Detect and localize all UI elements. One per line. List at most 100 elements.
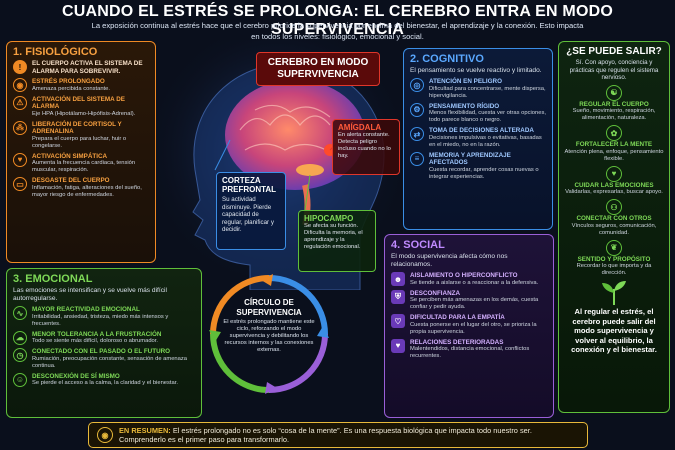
- item-desc: Vínculos seguros, comunicación, comunida…: [571, 222, 657, 236]
- item-title: DESCONEXIÓN DE SÍ MISMO: [32, 372, 120, 380]
- warning-icon: !: [13, 60, 27, 74]
- summary-banner: ◉ EN RESUMEN: El estrés prolongado no es…: [88, 422, 588, 448]
- pulse-icon: ∿: [13, 306, 27, 321]
- social-desc: El modo supervivencia afecta cómo nos re…: [391, 253, 508, 269]
- page-title: CUANDO EL ESTRÉS SE PROLONGA: EL CEREBRO…: [62, 3, 613, 38]
- item-title: MENOR TOLERANCIA A LA FRUSTRACIÓN: [32, 330, 162, 338]
- item-desc: Decisiones impulsivas o evitativas, basa…: [429, 134, 542, 148]
- corteza-box: CORTEZA PREFRONTAL Su actividad disminuy…: [216, 172, 286, 250]
- item-title: CONECTADO CON EL PASADO O EL FUTURO: [32, 348, 171, 356]
- item-desc: Dificultad para concentrarse, mente disp…: [429, 85, 546, 99]
- salir-closing: Al regular el estrés, el cerebro puede s…: [571, 307, 657, 354]
- item-desc: Rumiación, preocupación constante, sensa…: [32, 355, 188, 369]
- item-title: DESGASTE DEL CUERPO: [32, 177, 110, 184]
- page-subtitle: La exposición continua al estrés hace qu…: [91, 21, 584, 41]
- item-title: CONECTAR CON OTROS: [576, 215, 652, 223]
- item-title: REGULAR EL CUERPO: [579, 100, 649, 108]
- heartbeat-icon: ♥: [13, 152, 27, 167]
- item-title: AISLAMIENTO O HIPERCONFLICTO: [410, 272, 518, 280]
- panel-salir: ¿SE PUEDE SALIR? Sí. Con apoyo, concienc…: [558, 41, 670, 413]
- heart-hand-icon: ♡: [391, 314, 405, 329]
- item-title: FORTALECER LA MENTE: [575, 141, 653, 149]
- item-title: MAYOR REACTIVIDAD EMOCIONAL: [32, 306, 140, 314]
- social-title: 4. SOCIAL: [391, 239, 445, 251]
- brain-gear-icon: ⚙: [410, 102, 424, 117]
- item-desc: Se pierde el acceso a la calma, la clari…: [32, 380, 178, 387]
- list-item: ♥ CUIDAR LAS EMOCIONES Validarlas, expre…: [564, 165, 664, 197]
- storm-cloud-icon: ☁: [13, 330, 27, 345]
- amigdala-desc: En alerta constante. Detecta peligro inc…: [338, 132, 391, 159]
- cognitivo-desc: El pensamiento se vuelve reactivo y limi…: [410, 67, 542, 74]
- brain-leaf-icon: ✿: [606, 125, 622, 142]
- panel-fisiologico: 1. FISIOLÓGICO ! EL CUERPO ACTIVA EL SIS…: [6, 41, 156, 263]
- corteza-title: CORTEZA PREFRONTAL: [222, 176, 277, 194]
- cognitivo-title: 2. COGNITIVO: [410, 53, 484, 65]
- item-title: CUIDAR LAS EMOCIONES: [574, 181, 654, 189]
- amigdala-box: AMÍGDALA En alerta constante. Detecta pe…: [332, 119, 400, 175]
- mode-label-box: CEREBRO EN MODO SUPERVIVENCIA: [256, 52, 380, 86]
- memory-icon: ≡: [410, 151, 424, 166]
- item-desc: Se tiende a aislarse o a reaccionar a la…: [410, 279, 539, 286]
- hipocampo-desc: Se afecta su función. Dificulta la memor…: [304, 223, 363, 250]
- plant-icon: [597, 281, 631, 306]
- list-item: ! EL CUERPO ACTIVA EL SISTEMA DE ALARMA …: [13, 60, 149, 75]
- battery-low-icon: ▭: [13, 177, 27, 191]
- brain-icon: ◉: [97, 427, 113, 443]
- shield-icon: ⛨: [391, 289, 405, 304]
- list-item: ☯ REGULAR EL CUERPO Sueño, movimiento, r…: [564, 84, 664, 123]
- item-title: RELACIONES DETERIORADAS: [410, 338, 504, 346]
- summary-text: El estrés prolongado no es solo “cosa de…: [119, 426, 532, 444]
- clock-icon: ◷: [13, 348, 27, 363]
- item-desc: Amenaza percibida constante.: [32, 85, 110, 92]
- item-desc: Menos flexibilidad, cuesta ver otras opc…: [429, 110, 546, 124]
- sprout-icon: ❦: [606, 239, 622, 256]
- hipocampo-box: HIPOCAMPO Se afecta su función. Dificult…: [298, 210, 376, 272]
- person-icon: ☺: [13, 372, 27, 387]
- list-item: ✿ FORTALECER LA MENTE Atención plena, en…: [564, 125, 664, 163]
- item-desc: Eje HPA (Hipotálamo-Hipófisis-Adrenal).: [32, 110, 136, 117]
- circle-desc: El estrés prolongado mantiene este ciclo…: [223, 319, 315, 353]
- item-desc: Cuesta ponerse en el lugar del otro, se …: [410, 321, 537, 335]
- panel-cognitivo: 2. COGNITIVO El pensamiento se vuelve re…: [403, 48, 553, 230]
- survival-cycle: CÍRCULO DE SUPERVIVENCIA El estrés prolo…: [223, 298, 315, 354]
- item-desc: Sueño, movimiento, respiración, alimenta…: [572, 108, 656, 122]
- item-desc: Cuesta recordar, aprender cosas nuevas o…: [429, 166, 539, 180]
- item-desc: Recordar lo que importa y da dirección.: [576, 263, 652, 277]
- fisiologico-title: 1. FISIOLÓGICO: [13, 46, 98, 58]
- signpost-icon: ⇄: [410, 127, 424, 142]
- emocional-title: 3. EMOCIONAL: [13, 273, 93, 285]
- amigdala-title: AMÍGDALA: [338, 123, 382, 132]
- corteza-desc: Su actividad disminuye. Pierde capacidad…: [222, 196, 274, 234]
- summary-label: EN RESUMEN:: [119, 426, 171, 435]
- heart-icon: ♥: [606, 165, 622, 182]
- emocional-desc: Las emociones se intensifican y se vuelv…: [13, 287, 167, 303]
- panel-emocional: 3. EMOCIONAL Las emociones se intensific…: [6, 268, 202, 418]
- item-title: LIBERACIÓN DE CORTISOL Y ADRENALINA: [32, 120, 122, 136]
- item-title: EL CUERPO ACTIVA EL SISTEMA DE ALARMA PA…: [32, 60, 143, 75]
- community-icon: ⚇: [606, 199, 622, 216]
- panel-social: 4. SOCIAL El modo supervivencia afecta c…: [384, 234, 554, 418]
- list-item: ❦ SENTIDO Y PROPÓSITO Recordar lo que im…: [564, 239, 664, 278]
- item-title: ESTRÉS PROLONGADO: [32, 78, 105, 85]
- item-desc: Irritabilidad, ansiedad, tristeza, miedo…: [32, 313, 169, 327]
- alarm-icon: ⚠: [13, 95, 27, 110]
- item-desc: Inflamación, fatiga, alteraciones del su…: [32, 184, 142, 198]
- item-desc: Prepara el cuerpo para luchar, huir o co…: [32, 135, 127, 149]
- molecule-icon: ⁂: [13, 120, 27, 135]
- item-desc: Atención plena, enfoque, pensamiento fle…: [564, 148, 664, 162]
- item-title: PENSAMIENTO RÍGIDO: [429, 102, 500, 110]
